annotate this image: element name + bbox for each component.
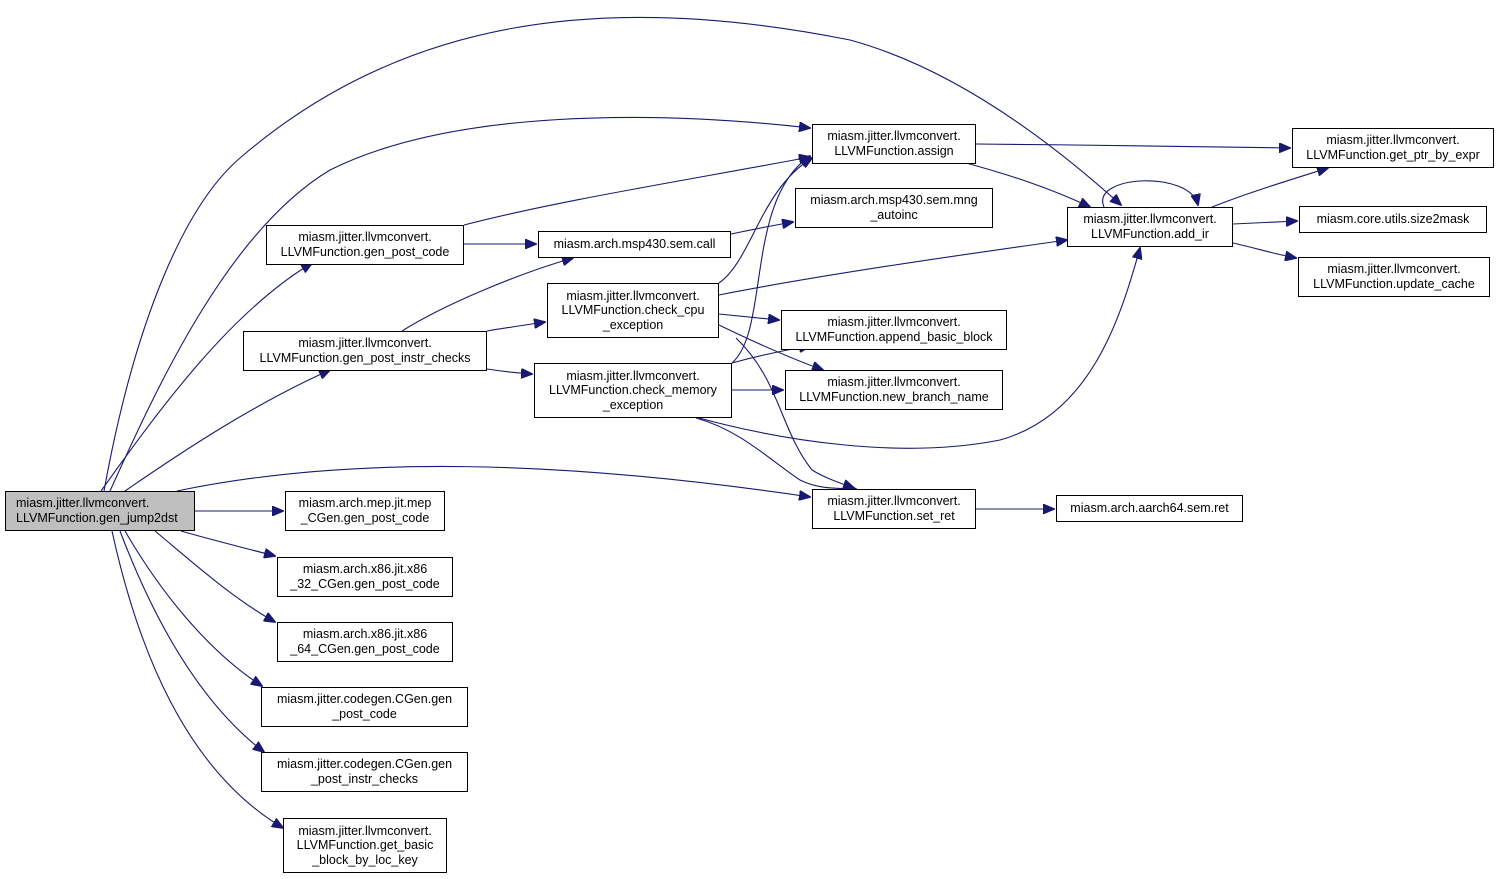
node-label-line: miasm.arch.msp430.sem.call <box>553 237 716 252</box>
node-label-line: LLVMFunction.get_basic <box>296 838 434 853</box>
edge-add_ir-to-get_ptr_by_expr <box>1211 168 1328 208</box>
edge-gen_jump2dst-to-set_ret <box>176 465 810 497</box>
edge-check_cpu_exception-to-assign <box>718 158 812 284</box>
node-cgen-gen-post-code[interactable]: miasm.jitter.codegen.CGen.gen_post_code <box>261 687 468 727</box>
edge-gen_jump2dst-to-cgen_gen_post_instr_checks <box>119 530 264 752</box>
edge-check_cpu_exception-to-new_branch_name <box>718 324 823 370</box>
node-new-branch-name[interactable]: miasm.jitter.llvmconvert.LLVMFunction.ne… <box>785 370 1003 410</box>
node-label-line: miasm.jitter.codegen.CGen.gen <box>276 692 453 707</box>
edge-add_ir-to-add_ir <box>1102 180 1198 208</box>
edges-layer <box>100 16 1328 828</box>
edge-gen_jump2dst-to-gen_post_code <box>100 263 312 492</box>
node-label-line: miasm.jitter.llvmconvert. <box>1326 133 1460 148</box>
node-label-line: miasm.arch.x86.jit.x86 <box>302 562 428 577</box>
node-gen-jump2dst[interactable]: miasm.jitter.llvmconvert.LLVMFunction.ge… <box>5 491 195 531</box>
node-add-ir[interactable]: miasm.jitter.llvmconvert.LLVMFunction.ad… <box>1067 207 1233 247</box>
edge-gen_jump2dst-to-gen_post_instr_checks <box>124 370 330 492</box>
edge-check_cpu_exception-to-append_basic_block <box>718 313 779 320</box>
edge-check_cpu_exception-to-set_ret <box>735 337 854 488</box>
node-label-line: _post_code <box>332 707 397 721</box>
edge-gen_jump2dst-to-cgen_gen_post_code <box>124 530 262 686</box>
edge-assign-to-add_ir <box>965 162 1090 207</box>
node-label-line: LLVMFunction.check_memory <box>549 383 717 398</box>
node-label-line: _autoinc <box>870 208 918 222</box>
node-label-line: _32_CGen.gen_post_code <box>290 577 440 591</box>
node-mep-gen-post-code[interactable]: miasm.arch.mep.jit.mep_CGen.gen_post_cod… <box>285 491 445 531</box>
node-append-basic-block[interactable]: miasm.jitter.llvmconvert.LLVMFunction.ap… <box>781 310 1007 350</box>
edge-gen_post_code-to-assign <box>463 157 810 226</box>
node-label-line: LLVMFunction.check_cpu <box>561 303 705 318</box>
edge-gen_post_instr_checks-to-msp430_call <box>401 258 573 332</box>
node-check-memory-exception[interactable]: miasm.jitter.llvmconvert.LLVMFunction.ch… <box>534 363 732 418</box>
edge-assign-to-get_ptr_by_expr <box>975 144 1290 148</box>
node-mng-autoinc[interactable]: miasm.arch.msp430.sem.mng_autoinc <box>795 188 993 228</box>
edge-gen_post_instr_checks-to-check_cpu_exception <box>486 322 545 332</box>
edge-gen_jump2dst-to-x86_32_gen_post_code <box>180 530 275 556</box>
node-label-line: miasm.arch.x86.jit.x86 <box>302 627 428 642</box>
node-label-line: LLVMFunction.get_ptr_by_expr <box>1306 148 1480 162</box>
node-label-line: _64_CGen.gen_post_code <box>290 642 440 656</box>
node-label-line: miasm.arch.mep.jit.mep <box>298 496 432 511</box>
node-label-line: LLVMFunction.update_cache <box>1313 277 1475 291</box>
edge-check_cpu_exception-to-add_ir <box>718 240 1067 296</box>
node-label-line: miasm.jitter.llvmconvert. <box>16 496 150 511</box>
node-x86-64-gen-post-code[interactable]: miasm.arch.x86.jit.x86_64_CGen.gen_post_… <box>277 622 453 662</box>
node-label-line: miasm.jitter.llvmconvert. <box>566 368 700 383</box>
node-label-line: _CGen.gen_post_code <box>300 511 430 525</box>
node-label-line: miasm.arch.aarch64.sem.ret <box>1070 501 1229 516</box>
edge-add_ir-to-update_cache <box>1232 242 1296 258</box>
node-label-line: LLVMFunction.gen_jump2dst <box>16 511 178 525</box>
node-label-line: miasm.jitter.llvmconvert. <box>566 288 700 303</box>
node-get-basic-block-by-loc-key[interactable]: miasm.jitter.llvmconvert.LLVMFunction.ge… <box>283 818 447 873</box>
node-label-line: LLVMFunction.add_ir <box>1091 227 1209 241</box>
node-x86-32-gen-post-code[interactable]: miasm.arch.x86.jit.x86_32_CGen.gen_post_… <box>277 557 453 597</box>
node-label-line: miasm.jitter.llvmconvert. <box>1327 262 1461 277</box>
node-size2mask[interactable]: miasm.core.utils.size2mask <box>1299 206 1487 233</box>
node-label-line: LLVMFunction.append_basic_block <box>795 330 993 344</box>
edge-gen_jump2dst-to-add_ir <box>103 16 1121 492</box>
node-label-line: miasm.core.utils.size2mask <box>1316 212 1470 227</box>
node-label-line: miasm.jitter.llvmconvert. <box>1083 212 1217 227</box>
node-label-line: miasm.jitter.llvmconvert. <box>827 375 961 390</box>
node-label-line: miasm.jitter.llvmconvert. <box>827 315 961 330</box>
node-aarch64-ret[interactable]: miasm.arch.aarch64.sem.ret <box>1056 495 1243 522</box>
node-label-line: LLVMFunction.gen_post_instr_checks <box>259 351 471 365</box>
node-label-line: LLVMFunction.set_ret <box>833 509 955 523</box>
node-cgen-gen-post-instr-checks[interactable]: miasm.jitter.codegen.CGen.gen_post_instr… <box>261 752 468 792</box>
node-gen-post-instr-checks[interactable]: miasm.jitter.llvmconvert.LLVMFunction.ge… <box>243 331 487 371</box>
edge-msp430_call-to-mng_autoinc <box>730 222 793 235</box>
edge-check_memory_exception-to-add_ir <box>698 248 1140 449</box>
edge-check_memory_exception-to-assign <box>731 156 810 364</box>
node-label-line: LLVMFunction.new_branch_name <box>799 390 989 404</box>
node-set-ret[interactable]: miasm.jitter.llvmconvert.LLVMFunction.se… <box>812 489 976 529</box>
edge-gen_jump2dst-to-assign <box>109 116 810 492</box>
node-label-line: LLVMFunction.assign <box>834 144 954 158</box>
node-msp430-call[interactable]: miasm.arch.msp430.sem.call <box>538 231 731 258</box>
node-label-line: miasm.jitter.llvmconvert. <box>298 823 432 838</box>
node-label-line: miasm.jitter.llvmconvert. <box>827 129 961 144</box>
node-label-line: _exception <box>602 397 664 412</box>
node-label-line: miasm.jitter.codegen.CGen.gen <box>276 757 453 772</box>
node-assign[interactable]: miasm.jitter.llvmconvert.LLVMFunction.as… <box>812 124 976 164</box>
node-label-line: miasm.jitter.llvmconvert. <box>298 336 432 351</box>
node-label-line: miasm.jitter.llvmconvert. <box>827 494 961 509</box>
node-label-line: LLVMFunction.gen_post_code <box>280 245 450 259</box>
node-label-line: miasm.arch.msp430.sem.mng <box>810 193 978 208</box>
node-label-line: _block_by_loc_key <box>312 852 418 867</box>
node-update-cache[interactable]: miasm.jitter.llvmconvert.LLVMFunction.up… <box>1298 257 1490 297</box>
node-gen-post-code[interactable]: miasm.jitter.llvmconvert.LLVMFunction.ge… <box>266 225 464 265</box>
node-label-line: _post_instr_checks <box>310 772 418 786</box>
node-get-ptr-by-expr[interactable]: miasm.jitter.llvmconvert.LLVMFunction.ge… <box>1292 128 1494 168</box>
node-label-line: miasm.jitter.llvmconvert. <box>298 230 432 245</box>
edge-gen_post_instr_checks-to-check_memory_exception <box>486 369 532 374</box>
edge-check_memory_exception-to-set_ret <box>695 417 856 489</box>
node-label-line: _exception <box>602 317 664 332</box>
edge-gen_jump2dst-to-get_basic_block_by_loc_key <box>111 530 283 828</box>
node-check-cpu-exception[interactable]: miasm.jitter.llvmconvert.LLVMFunction.ch… <box>547 283 719 338</box>
edge-gen_jump2dst-to-x86_64_gen_post_code <box>154 530 275 622</box>
edge-add_ir-to-size2mask <box>1232 221 1297 224</box>
